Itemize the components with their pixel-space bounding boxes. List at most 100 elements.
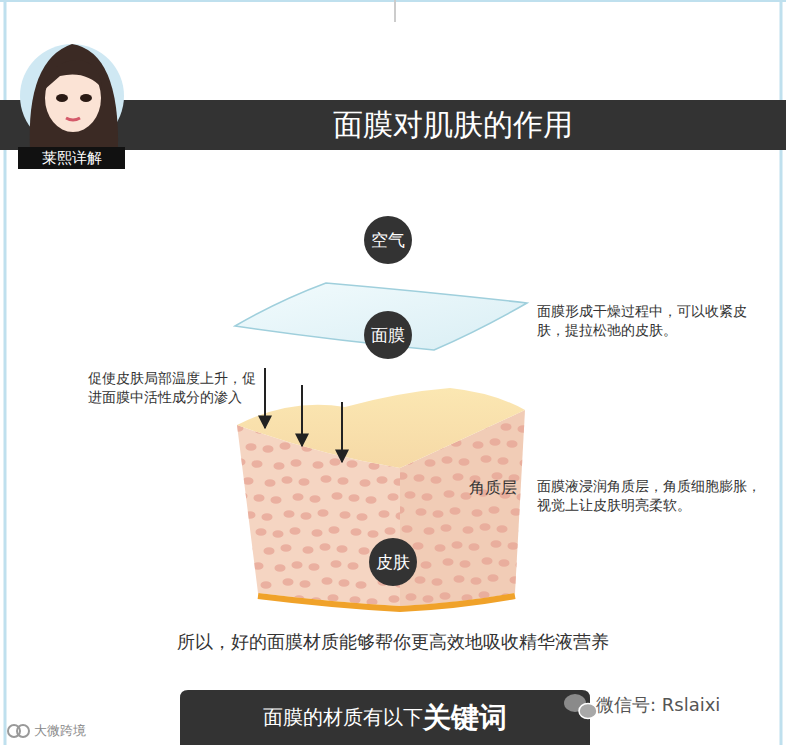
skin-cell <box>310 495 321 503</box>
title: 面膜对肌肤的作用 <box>0 104 786 146</box>
node-text: 面膜的材质有以下 <box>263 704 423 731</box>
skin-cell <box>351 528 362 536</box>
skin-cell <box>508 542 519 550</box>
skin-cell <box>237 492 248 500</box>
skin-cell <box>256 528 267 536</box>
skin-cell <box>309 563 320 571</box>
skin-cell <box>460 560 471 568</box>
skin-cell <box>337 545 348 553</box>
skin-cell <box>377 476 388 484</box>
skin-cell <box>292 561 303 569</box>
skin-cell <box>519 527 530 535</box>
skin-cell <box>471 577 482 585</box>
skin-cell <box>481 455 492 463</box>
skin-cell <box>518 425 529 433</box>
skin-cell <box>385 527 396 535</box>
skin-cell <box>498 457 509 465</box>
skin-cell <box>359 547 370 555</box>
skin-cell <box>312 529 323 537</box>
heat-arrow <box>301 385 303 446</box>
skin-cell <box>242 545 253 553</box>
skin-cell <box>348 562 359 570</box>
skin-cell <box>320 543 331 551</box>
skin-cell <box>253 562 264 570</box>
skin-cell <box>388 493 399 501</box>
skin-cell <box>322 577 333 585</box>
skin-cell <box>235 458 246 466</box>
skin-cell <box>318 509 329 517</box>
watermark: 大微跨境 <box>34 722 134 740</box>
skin-cell <box>454 575 465 583</box>
skin-cell <box>518 595 529 603</box>
node-text: 关键词 <box>423 699 507 737</box>
skin-cell <box>510 576 521 584</box>
skin-cell <box>366 496 377 504</box>
divider <box>394 0 396 22</box>
skin-cell <box>303 546 314 554</box>
skin-cell <box>394 506 405 514</box>
stratum-corneum <box>237 388 525 468</box>
skin-cell <box>511 508 522 516</box>
summary-text: 所以，好的面膜材质能够帮你更高效地吸收精华液营养 <box>40 629 746 655</box>
skin-cell <box>264 547 275 555</box>
skin-cell <box>472 509 483 517</box>
frame-line <box>0 0 786 2</box>
skin-cell <box>463 526 474 534</box>
author-tag: 莱熙详解 <box>18 147 125 169</box>
skin-cell <box>349 494 360 502</box>
skin-cell <box>517 493 528 501</box>
skin-cell <box>431 476 442 484</box>
skin-cell <box>402 525 413 533</box>
heat-arrow <box>341 402 343 462</box>
skin-cell <box>290 527 301 535</box>
skin-cell <box>284 510 295 518</box>
skin-cell <box>331 560 342 568</box>
skin-cell <box>501 423 512 431</box>
skin-cell <box>459 458 470 466</box>
node-text: 皮肤 <box>376 551 410 574</box>
skin-cell <box>265 479 276 487</box>
layer-circle: 面膜 <box>364 311 412 359</box>
layer-label: 角质层 <box>458 478 528 498</box>
skin-cell <box>244 579 255 587</box>
layer-circle: 皮肤 <box>369 538 417 586</box>
skin-cell <box>421 561 432 569</box>
skin-cell <box>271 496 282 504</box>
skin-cell <box>413 542 424 550</box>
skin-cell <box>300 580 311 588</box>
skin-cell <box>301 512 312 520</box>
skin-cell <box>332 492 343 500</box>
skin-cell <box>397 472 408 480</box>
skin-cell <box>263 445 274 453</box>
skin-cell <box>340 511 351 519</box>
skin-cell <box>422 493 433 501</box>
skin-cell <box>274 462 285 470</box>
skin-cell <box>499 559 510 567</box>
skin-cell <box>293 493 304 501</box>
skin-cell <box>520 459 531 467</box>
skin-cell <box>425 459 436 467</box>
skin-cell <box>347 460 358 468</box>
skin-cell <box>321 475 332 483</box>
skin-cell <box>480 523 491 531</box>
skin-cell <box>432 578 443 586</box>
skin-cell <box>453 473 464 481</box>
skin-cell <box>452 541 463 549</box>
watermark: 微信号: Rslaixi <box>596 693 776 717</box>
heat-arrow <box>264 368 266 428</box>
skin-cell <box>507 440 518 448</box>
skin-cell <box>415 576 426 584</box>
skin-cell <box>379 510 390 518</box>
skin-cell <box>441 524 452 532</box>
skin-cell <box>280 442 291 450</box>
skin-cell <box>469 543 480 551</box>
skin-cell <box>356 581 367 589</box>
skin-cell <box>243 477 254 485</box>
skin-cell <box>406 593 417 601</box>
layer-circle: 空气 <box>364 216 412 264</box>
skin-cell <box>282 476 293 484</box>
skin-cell <box>299 478 310 486</box>
skin-cell <box>443 558 454 566</box>
skin-cell <box>433 510 444 518</box>
wechat-icon <box>564 694 597 719</box>
